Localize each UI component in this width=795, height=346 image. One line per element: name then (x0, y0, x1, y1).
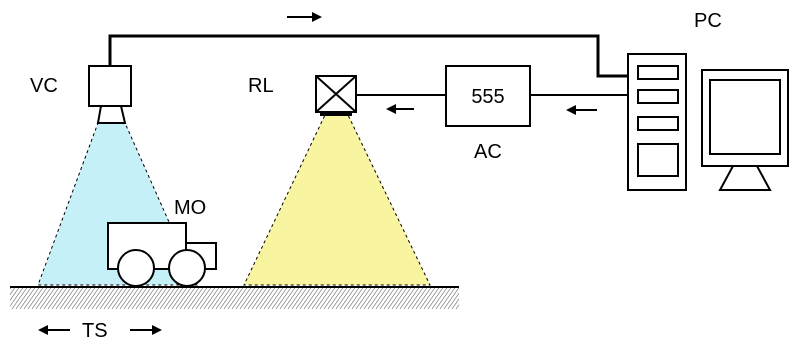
rl-label: RL (248, 75, 274, 97)
ac-label: AC (474, 141, 502, 163)
timer-box (445, 65, 531, 127)
vehicle-icon (107, 222, 217, 287)
vc-label: VC (30, 75, 58, 97)
ground (10, 286, 459, 309)
timer-label: 555 (471, 86, 504, 108)
video-camera-icon (88, 65, 132, 124)
signal-arrow-left-1 (386, 104, 414, 114)
light-beam (243, 114, 431, 286)
signal-arrow-left-2 (566, 105, 597, 115)
vehicle-wheel-front (168, 249, 206, 287)
pc-label: PC (694, 10, 722, 32)
camera-cable (108, 34, 628, 78)
mo-label: MO (174, 197, 206, 219)
ground-hatch (10, 287, 459, 309)
monitor-icon (701, 69, 789, 191)
ts-label: TS (82, 320, 108, 342)
lamp-icon (315, 75, 357, 116)
computer-tower-icon (627, 53, 687, 191)
vehicle-wheel-rear (117, 249, 155, 287)
signal-arrow-right (287, 12, 322, 22)
ts-span-arrows (38, 325, 162, 335)
